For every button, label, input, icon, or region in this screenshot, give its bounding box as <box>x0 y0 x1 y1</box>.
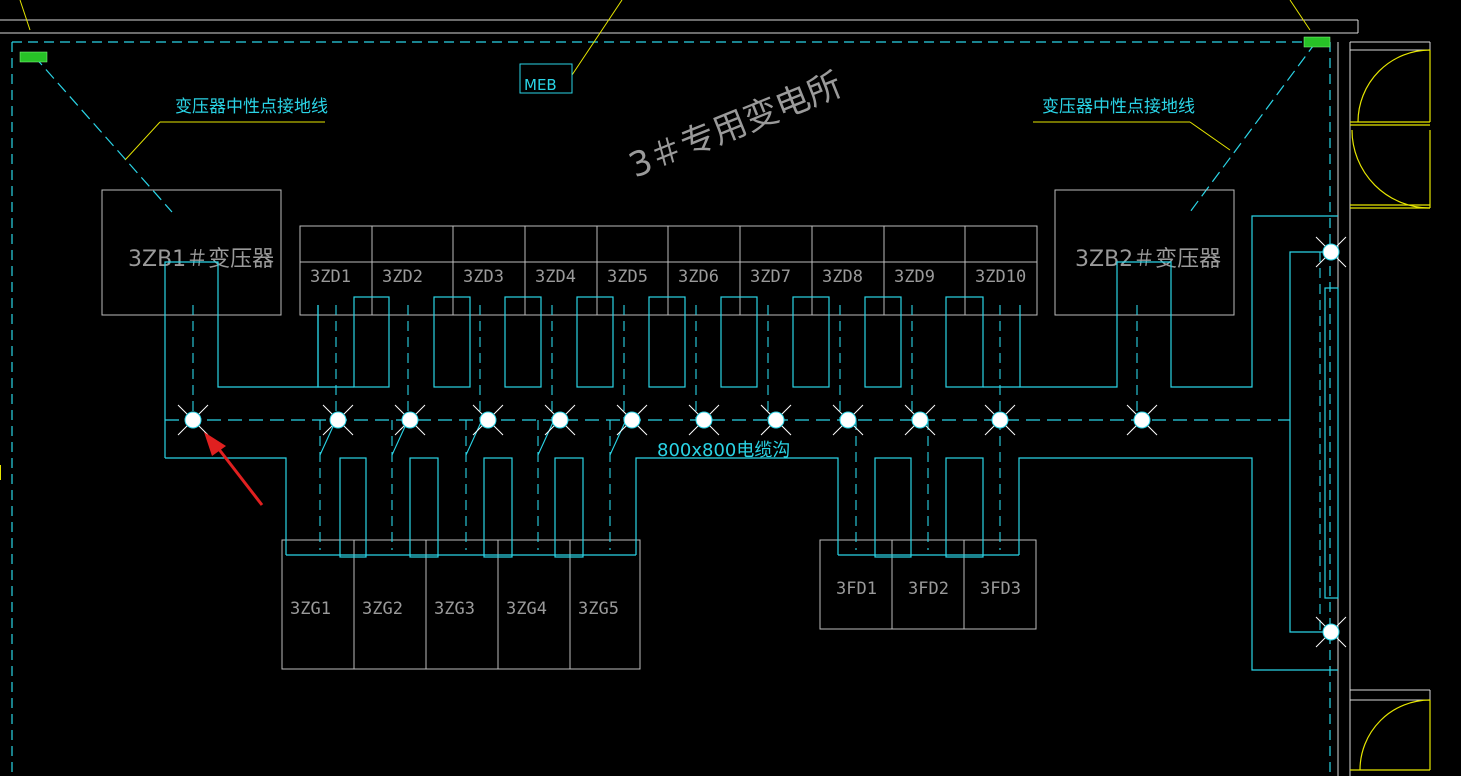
trench-bump-top <box>945 296 984 388</box>
neutral-label-right: 变压器中性点接地线 <box>1042 97 1195 117</box>
ground-electrode-icon <box>984 404 1016 436</box>
ground-electrode-icon <box>394 404 426 436</box>
panel-label-bottom-left: 3ZG2 <box>362 599 403 619</box>
meb-label: MEB <box>524 76 557 94</box>
panel-label-top: 3ZD7 <box>750 267 791 287</box>
red-arrow-icon <box>204 432 264 506</box>
panel-label-top: 3ZD8 <box>822 267 863 287</box>
panel-label-top: 3ZD5 <box>607 267 648 287</box>
meb-box: MEB <box>519 63 573 94</box>
panel-label-top: 3ZD4 <box>535 267 576 287</box>
panel-label-bottom-left: 3ZG5 <box>578 599 619 619</box>
ground-electrode-icon <box>1315 616 1347 648</box>
panel-label-bottom-right: 3FD1 <box>836 579 877 599</box>
ground-pad-right <box>1303 36 1331 48</box>
ground-electrode-icon <box>177 404 209 436</box>
neutral-label-left: 变压器中性点接地线 <box>175 97 328 117</box>
building-walls <box>0 19 1431 776</box>
transformer-left: 3ZB1＃变压器 <box>101 189 282 316</box>
panel-label-top: 3ZD6 <box>678 267 719 287</box>
substation-title: 3＃专用变电所 <box>623 65 847 187</box>
trench-bump-bottom <box>339 457 367 558</box>
panel-label-top: 3ZD10 <box>975 267 1026 287</box>
panel-labels-top: 3ZD1 3ZD2 3ZD3 3ZD4 3ZD5 3ZD6 3ZD7 3ZD8 3ZD9 3ZD1… <box>310 226 1026 315</box>
cable-trench-outline <box>164 215 1339 671</box>
panel-row-bottom-left <box>281 539 641 670</box>
perimeter-ground-bus <box>11 41 1331 776</box>
trench-bump-top <box>864 296 902 388</box>
panel-label-bottom-left: 3ZG1 <box>290 599 331 619</box>
panel-label-bottom-left: 3ZG3 <box>434 599 475 619</box>
panel-label-bottom-left: 3ZG4 <box>506 599 547 619</box>
neutral-ground-leaders <box>33 41 1317 213</box>
ground-electrode-icon <box>544 404 576 436</box>
trench-bump-top <box>353 296 390 388</box>
transformer-right-label: 3ZB2＃变压器 <box>1075 247 1221 272</box>
trench-bump-bottom <box>874 457 912 558</box>
cable-trench-label: 800x800电缆沟 <box>657 440 790 461</box>
trench-bump-top <box>720 296 758 388</box>
ground-electrode-icon <box>322 404 354 436</box>
panel-label-top: 3ZD1 <box>310 267 351 287</box>
branch-diagonal <box>465 419 483 456</box>
trench-bump-top <box>504 296 542 388</box>
ground-electrode-icon <box>1126 404 1158 436</box>
ground-electrode-icon <box>904 404 936 436</box>
panel-label-bottom-right: 3FD2 <box>908 579 949 599</box>
trench-bump-bottom <box>409 457 439 558</box>
trench-bump-bottom <box>554 457 584 558</box>
panel-label-top: 3ZD3 <box>463 267 504 287</box>
ground-electrode-icon <box>616 404 648 436</box>
panel-label-bottom-right: 3FD3 <box>980 579 1021 599</box>
transformer-left-label: 3ZB1＃变压器 <box>128 247 274 272</box>
cable-trench-bumps <box>286 296 1020 558</box>
leader-lines <box>19 0 1311 161</box>
trench-bump-top <box>648 296 686 388</box>
trench-bump-top <box>433 296 471 388</box>
trench-bump-bottom <box>945 457 984 558</box>
doors <box>0 49 1431 771</box>
ground-electrode-icon <box>688 404 720 436</box>
ground-electrodes <box>177 236 1347 648</box>
panel-label-top: 3ZD2 <box>382 267 423 287</box>
dashed-branch-lines <box>192 252 1321 632</box>
ground-electrode-icon <box>1315 236 1347 268</box>
ground-electrode-icon <box>760 404 792 436</box>
ground-electrode-icon <box>472 404 504 436</box>
transformer-right: 3ZB2＃变压器 <box>1054 189 1235 316</box>
panel-labels-bottom-right: 3FD1 3FD2 3FD3 <box>836 540 1021 629</box>
trench-bump-top <box>792 296 830 388</box>
trench-bump-top <box>576 296 614 388</box>
ground-electrode-icon <box>832 404 864 436</box>
branch-diagonal <box>609 419 627 456</box>
branch-diagonal <box>537 419 555 456</box>
trench-segment <box>317 305 354 388</box>
trench-bump-bottom <box>483 457 513 558</box>
panel-label-top: 3ZD9 <box>894 267 935 287</box>
ground-pad-left <box>19 51 48 63</box>
panel-labels-bottom-left: 3ZG1 3ZG2 3ZG3 3ZG4 3ZG5 <box>290 540 619 669</box>
